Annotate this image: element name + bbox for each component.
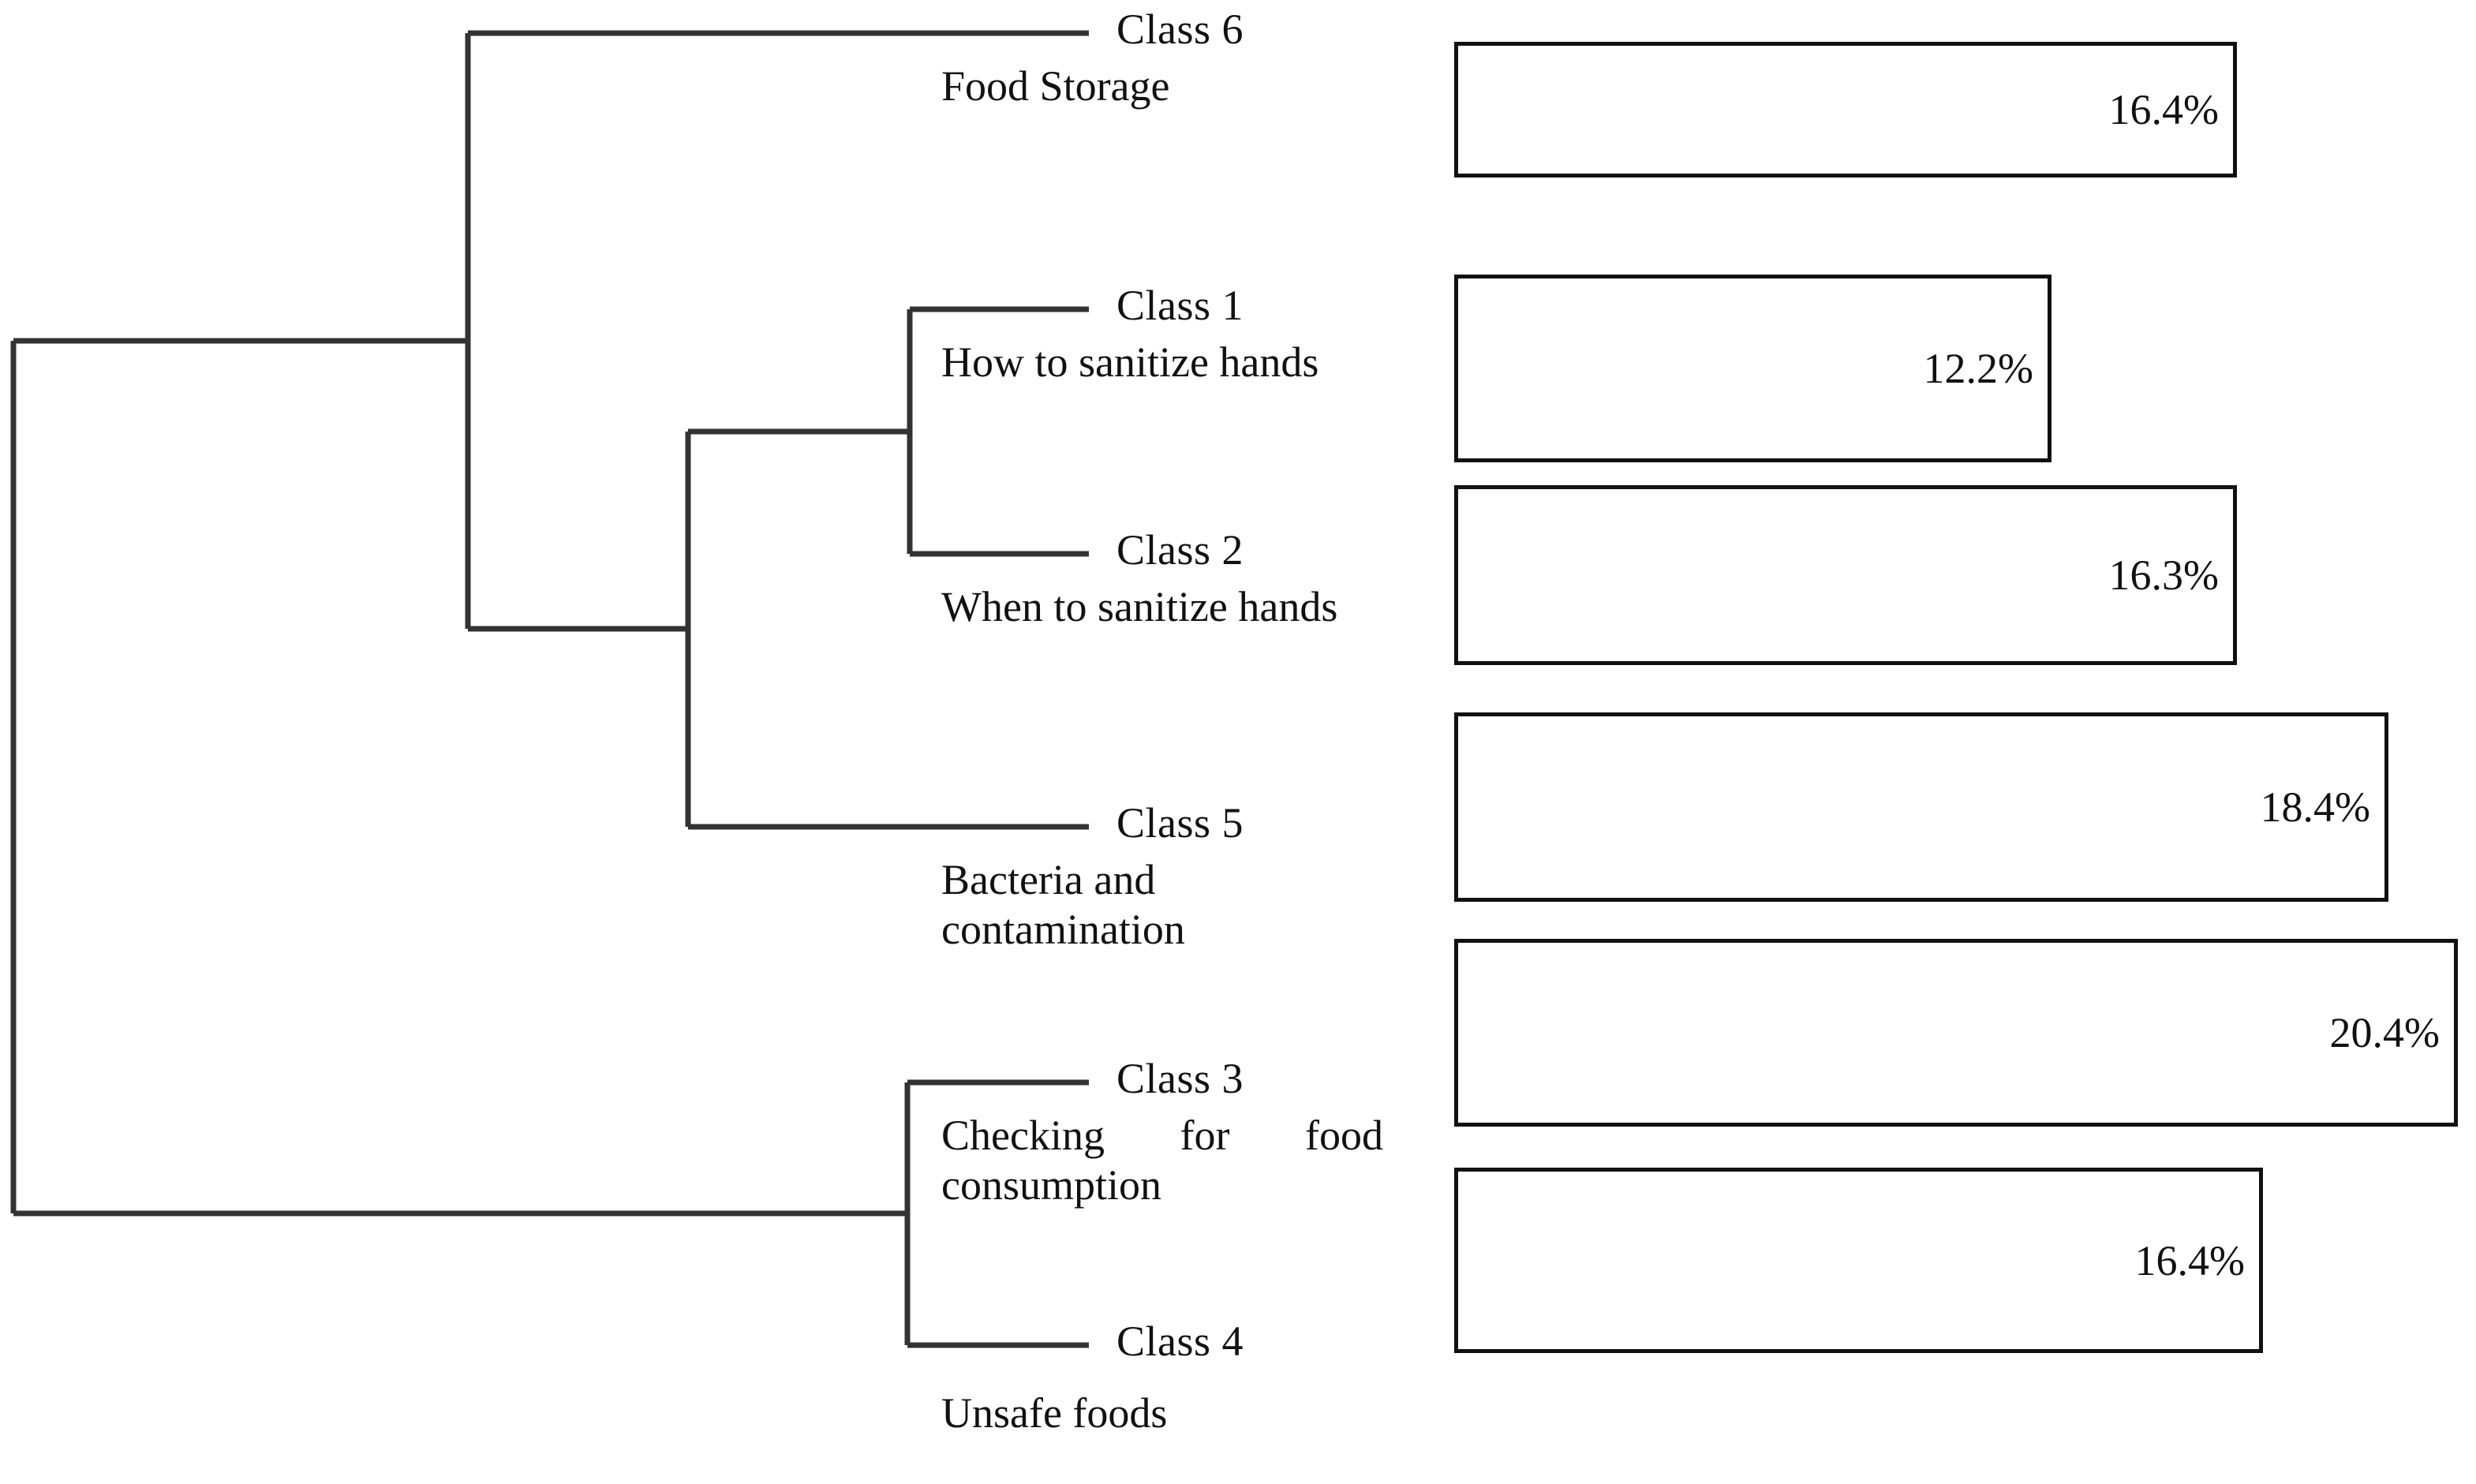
leaf-desc-class1: How to sanitize hands	[941, 338, 1319, 386]
leaf-desc-class2: When to sanitize hands	[941, 583, 1338, 630]
leaf-label-class6: Class 6	[1116, 6, 1244, 53]
bar-value-class5: 18.4%	[2260, 783, 2370, 831]
bar-class4: 16.4%	[1454, 1168, 2263, 1353]
bar-class5: 18.4%	[1454, 712, 2388, 902]
bar-value-class4: 16.4%	[2134, 1236, 2245, 1284]
bar-value-class2: 16.3%	[2108, 551, 2219, 599]
bar-class3: 20.4%	[1454, 939, 2458, 1127]
leaf-label-class4: Class 4	[1116, 1318, 1244, 1365]
bar-value-class1: 12.2%	[1923, 345, 2033, 392]
bar-class6: 16.4%	[1454, 42, 2237, 178]
bar-value-class3: 20.4%	[2329, 1009, 2440, 1056]
bar-class1: 12.2%	[1454, 275, 2051, 462]
bar-class2: 16.3%	[1454, 485, 2237, 665]
bar-value-class6: 16.4%	[2108, 86, 2219, 133]
leaf-label-class3: Class 3	[1116, 1055, 1244, 1102]
leaf-label-class2: Class 2	[1116, 526, 1244, 574]
leaf-desc-class3: Checking for food consumption	[941, 1112, 1383, 1209]
leaf-label-class1: Class 1	[1116, 282, 1244, 329]
dendrogram	[10, 30, 1089, 1348]
leaf-desc-class4: Unsafe foods	[941, 1389, 1168, 1437]
leaf-desc-class5: Bacteria and contamination	[941, 856, 1185, 953]
leaf-desc-class6: Food Storage	[941, 62, 1170, 110]
leaf-label-class5: Class 5	[1116, 799, 1244, 847]
